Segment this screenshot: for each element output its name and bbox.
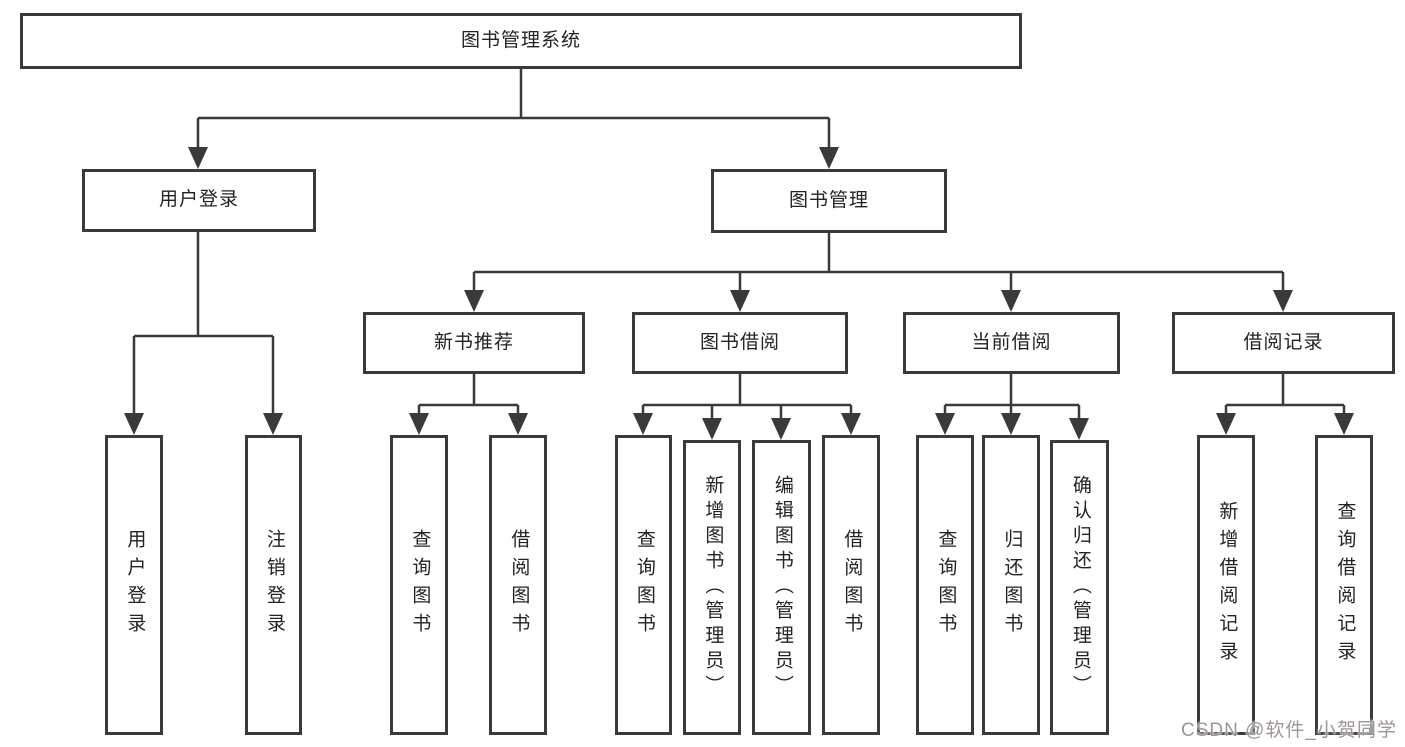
leaf-records-add-label: 新增借阅记录 [1216, 501, 1238, 669]
arrowheads [124, 147, 1354, 440]
leaf-newbooks-borrow-label: 借阅图书 [508, 529, 530, 641]
leaf-borrowing-query: 查询图书 [615, 435, 672, 735]
node-borrowing-records-label: 借阅记录 [1243, 331, 1324, 353]
leaf-current-confirm-admin: 确认归还（管理员） [1050, 440, 1109, 735]
leaf-records-add: 新增借阅记录 [1197, 435, 1255, 735]
arrow-down-icon [1216, 413, 1236, 435]
node-current-borrowing-label: 当前借阅 [971, 331, 1052, 353]
csdn-watermark: CSDN @软件_小贺同学 [1181, 720, 1397, 741]
node-borrowing-records: 借阅记录 [1172, 312, 1395, 374]
leaf-records-query-label: 查询借阅记录 [1334, 501, 1356, 669]
arrow-down-icon [1001, 290, 1021, 312]
node-user-login: 用户登录 [82, 169, 316, 232]
leaf-borrowing-add-admin: 新增图书（管理员） [683, 440, 741, 735]
node-book-borrowing: 图书借阅 [632, 312, 848, 374]
leaf-logout: 注销登录 [245, 435, 302, 735]
node-root: 图书管理系统 [20, 13, 1022, 69]
node-user-login-label: 用户登录 [158, 189, 239, 211]
leaf-borrowing-borrow-label: 借阅图书 [841, 529, 863, 641]
arrow-down-icon [841, 413, 861, 435]
leaf-current-query-label: 查询图书 [935, 529, 957, 641]
leaf-newbooks-borrow: 借阅图书 [489, 435, 547, 735]
arrow-down-icon [935, 413, 955, 435]
leaf-logout-label: 注销登录 [263, 529, 285, 641]
arrow-down-icon [263, 413, 283, 435]
leaf-current-return-label: 归还图书 [1001, 529, 1023, 641]
arrow-down-icon [1001, 413, 1021, 435]
arrow-down-icon [508, 413, 528, 435]
leaf-current-confirm-admin-label: 确认归还（管理员） [1069, 475, 1091, 700]
leaf-records-query: 查询借阅记录 [1315, 435, 1373, 735]
node-book-management: 图书管理 [711, 169, 947, 233]
arrow-down-icon [464, 290, 484, 312]
leaf-borrowing-add-admin-label: 新增图书（管理员） [702, 475, 724, 700]
leaf-borrowing-query-label: 查询图书 [633, 529, 655, 641]
leaf-newbooks-query: 查询图书 [390, 435, 448, 735]
arrow-down-icon [633, 413, 653, 435]
leaf-current-return: 归还图书 [982, 435, 1040, 735]
arrow-down-icon [1069, 418, 1089, 440]
arrow-down-icon [124, 413, 144, 435]
leaf-user-login: 用户登录 [105, 435, 163, 735]
node-book-borrowing-label: 图书借阅 [699, 331, 780, 353]
arrow-down-icon [702, 418, 722, 440]
arrow-down-icon [409, 413, 429, 435]
leaf-current-query: 查询图书 [916, 435, 974, 735]
arrow-down-icon [771, 418, 791, 440]
node-current-borrowing: 当前借阅 [903, 312, 1120, 374]
arrow-down-icon [819, 147, 839, 169]
node-new-book-recommend-label: 新书推荐 [433, 331, 514, 353]
node-new-book-recommend: 新书推荐 [363, 312, 585, 374]
leaf-borrowing-edit-admin: 编辑图书（管理员） [752, 440, 811, 735]
arrow-down-icon [1273, 290, 1293, 312]
leaf-borrowing-edit-admin-label: 编辑图书（管理员） [771, 475, 793, 700]
arrow-down-icon [730, 290, 750, 312]
leaf-newbooks-query-label: 查询图书 [409, 529, 431, 641]
arrow-down-icon [188, 147, 208, 169]
node-book-management-label: 图书管理 [788, 189, 869, 211]
arrow-down-icon [1334, 413, 1354, 435]
leaf-user-login-label: 用户登录 [124, 529, 146, 641]
leaf-borrowing-borrow: 借阅图书 [822, 435, 880, 735]
node-root-label: 图书管理系统 [460, 29, 581, 51]
